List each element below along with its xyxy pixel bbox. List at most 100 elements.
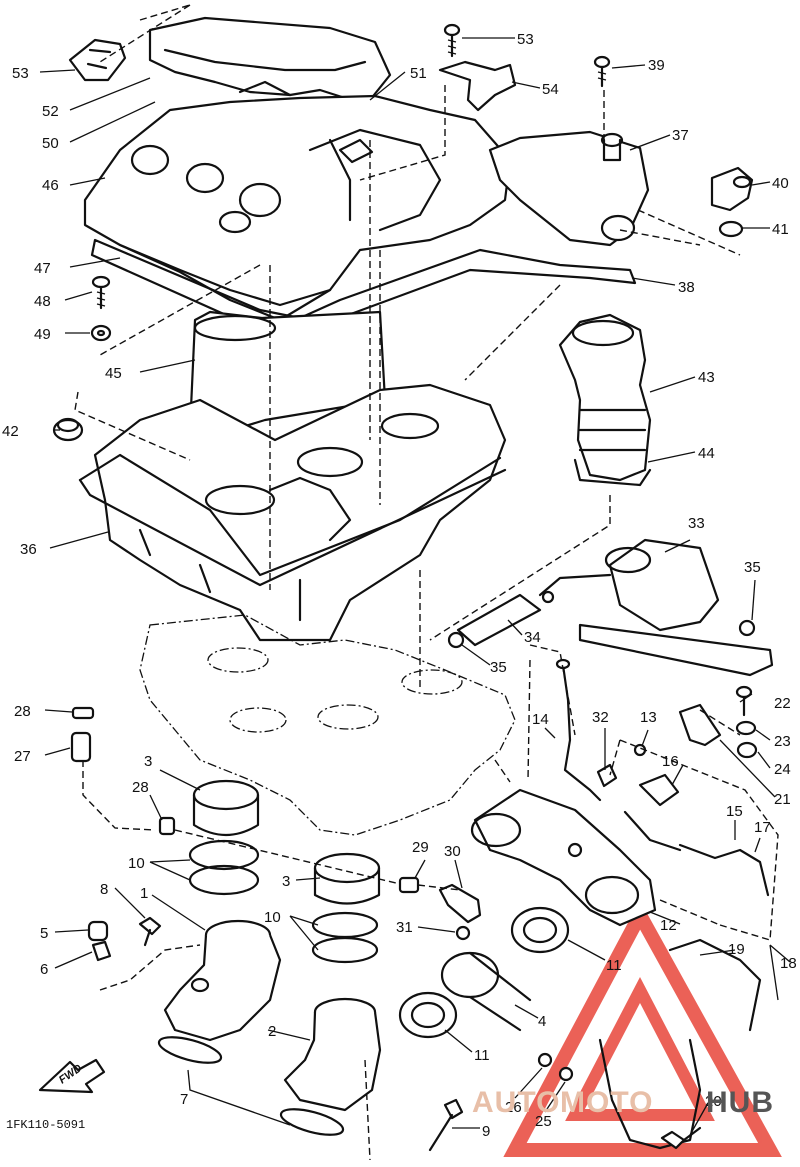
- label-51: 51: [410, 65, 427, 82]
- label-28-top: 28: [14, 703, 31, 720]
- label-22: 22: [774, 695, 791, 712]
- label-12: 12: [660, 917, 677, 934]
- joint-3-center: [313, 852, 381, 905]
- gasket-7-right: [279, 1108, 345, 1136]
- intake-duct-top: [148, 16, 392, 102]
- label-3-left: 3: [144, 753, 152, 770]
- cable-14: [555, 658, 602, 802]
- watermark-outer-triangle: [503, 900, 782, 1157]
- screw-53: [443, 23, 461, 58]
- label-54: 54: [542, 81, 559, 98]
- label-45: 45: [105, 365, 122, 382]
- o-ring-41: [718, 220, 744, 238]
- part-17: [678, 843, 770, 897]
- label-18: 18: [780, 955, 797, 972]
- label-38: 38: [678, 279, 695, 296]
- label-23-right: 23: [774, 733, 791, 750]
- label-41: 41: [772, 221, 789, 238]
- label-33: 33: [688, 515, 705, 532]
- breather-housing-37: [488, 130, 650, 247]
- joint-1: [163, 919, 282, 1042]
- clip-28: [158, 816, 176, 836]
- label-7: 7: [180, 1091, 188, 1108]
- joint-2: [283, 997, 382, 1112]
- label-11-left: 11: [474, 1047, 490, 1064]
- washer-23: [735, 720, 757, 736]
- screw-9: [428, 1098, 464, 1152]
- label-3-center: 3: [282, 873, 290, 890]
- part-labels: 53 52 50 46 47 48 49 45 42 36 51 53 54 3…: [2, 31, 797, 1140]
- part-16: [638, 773, 680, 807]
- label-36: 36: [20, 541, 37, 558]
- joint-4: [440, 951, 532, 1032]
- watermark-logo: [503, 900, 782, 1157]
- carburetor-12: [470, 788, 657, 927]
- label-25: 25: [535, 1113, 552, 1130]
- label-5: 5: [40, 925, 48, 942]
- screw-39: [593, 55, 611, 88]
- label-46: 46: [42, 177, 59, 194]
- label-17: 17: [754, 819, 771, 836]
- cap-29: [398, 876, 420, 894]
- clamp-10-left: [188, 839, 260, 896]
- breather-33: [538, 538, 720, 632]
- bracket-54: [438, 60, 517, 112]
- label-28-mid: 28: [132, 779, 149, 796]
- label-48: 48: [34, 293, 51, 310]
- label-32: 32: [592, 709, 609, 726]
- watermark-auto: AUTO: [472, 1086, 560, 1119]
- cap-5: [87, 920, 109, 942]
- label-31: 31: [396, 919, 413, 936]
- watermark-hub: HUB: [706, 1086, 774, 1119]
- label-26: 26: [505, 1099, 522, 1116]
- label-10-left: 10: [128, 855, 145, 872]
- clip-53: [68, 38, 127, 82]
- label-53-screw: 53: [517, 31, 534, 48]
- joint-28-27: [70, 706, 95, 763]
- label-35-left: 35: [490, 659, 507, 676]
- label-24: 24: [774, 761, 791, 778]
- clip-31: [455, 925, 471, 941]
- label-42: 42: [2, 423, 19, 440]
- leader-lines: [39, 37, 791, 1136]
- label-10-center: 10: [264, 909, 281, 926]
- intake-boot-43: [558, 313, 652, 482]
- watermark-text: AUTO MOTO HUB: [472, 1086, 774, 1119]
- bolt-22: [735, 685, 753, 717]
- label-37: 37: [672, 127, 689, 144]
- label-44: 44: [698, 445, 715, 462]
- label-47: 47: [34, 260, 51, 277]
- label-34: 34: [524, 629, 541, 646]
- label-39: 39: [648, 57, 665, 74]
- label-20: 20: [705, 1093, 722, 1110]
- reference-lines: [74, 4, 779, 1161]
- joint-11-left: [398, 991, 458, 1039]
- joint-3-left: [192, 779, 260, 836]
- label-13: 13: [640, 709, 657, 726]
- screw-8: [138, 916, 162, 947]
- label-8: 8: [100, 881, 108, 898]
- label-1: 1: [140, 885, 148, 902]
- washer-26: [537, 1052, 553, 1068]
- label-14: 14: [532, 711, 549, 728]
- watermark-inner-triangle: [565, 976, 715, 1121]
- air-filter-case-36: [78, 383, 507, 642]
- label-30: 30: [444, 843, 461, 860]
- elbow-30: [438, 883, 482, 924]
- bolt-48: [91, 275, 111, 310]
- label-29: 29: [412, 839, 429, 856]
- label-49: 49: [34, 326, 51, 343]
- engine-outline: [139, 614, 516, 836]
- label-52: 52: [42, 103, 59, 120]
- part-15: [623, 810, 682, 852]
- label-9: 9: [482, 1123, 490, 1140]
- part-32: [596, 763, 618, 788]
- carb-cover-18: [598, 1038, 702, 1150]
- clamp-10-center: [311, 911, 379, 964]
- clip-6: [91, 940, 112, 962]
- washer-24: [736, 741, 758, 759]
- washer-25: [558, 1066, 574, 1082]
- screw-20: [660, 1126, 702, 1150]
- label-27: 27: [14, 748, 31, 765]
